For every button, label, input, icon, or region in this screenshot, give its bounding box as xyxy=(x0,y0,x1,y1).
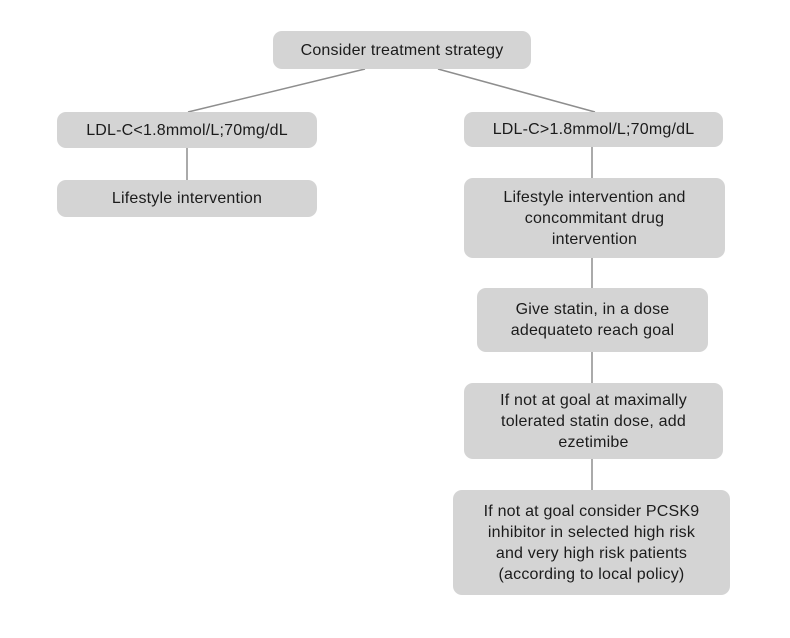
node-lifestyle-and-drug-intervention: Lifestyle intervention and concommitant … xyxy=(464,178,725,258)
node-ldl-above-goal-condition: LDL-C>1.8mmol/L;70mg/dL xyxy=(464,112,723,147)
node-consider-treatment-strategy: Consider treatment strategy xyxy=(273,31,531,69)
connector-root-to-right-condition xyxy=(437,68,596,113)
node-pcsk9-inhibitor: If not at goal consider PCSK9 inhibitor … xyxy=(453,490,730,595)
connector-root-to-left-condition xyxy=(187,68,366,113)
node-add-ezetimibe: If not at goal at maximally tolerated st… xyxy=(464,383,723,459)
node-give-statin: Give statin, in a dose adequateto reach … xyxy=(477,288,708,352)
node-lifestyle-intervention: Lifestyle intervention xyxy=(57,180,317,217)
node-ldl-below-goal-condition: LDL-C<1.8mmol/L;70mg/dL xyxy=(57,112,317,148)
